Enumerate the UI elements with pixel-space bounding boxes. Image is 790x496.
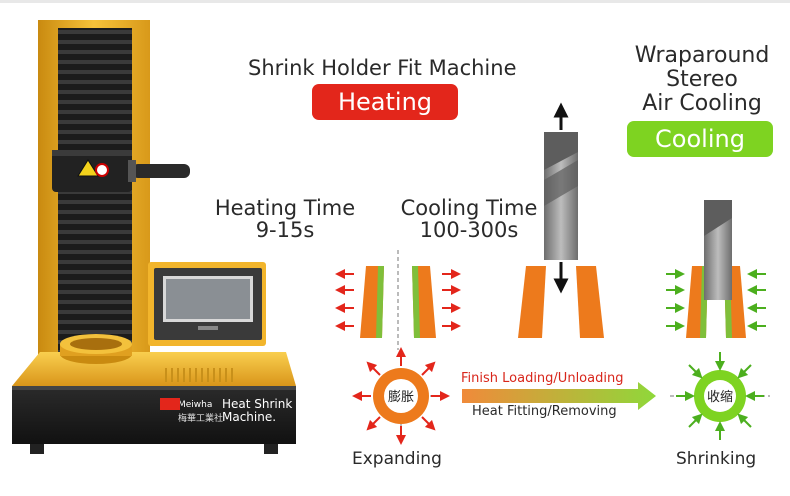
shrinking-ring: 收缩	[670, 352, 770, 440]
brand-cn: 梅華工業社	[178, 414, 224, 424]
cooling-method-line3: Air Cooling	[642, 91, 762, 116]
cooling-time: Cooling Time 100-300s	[384, 197, 554, 241]
process-top-label: Finish Loading/Unloading	[461, 371, 624, 386]
cooling-method: Wraparound Stereo Air Cooling	[624, 44, 780, 116]
cooling-time-value: 100-300s	[419, 218, 519, 242]
cooling-method-line2: Stereo	[666, 67, 738, 92]
process-bottom-label: Heat Fitting/Removing	[472, 404, 617, 419]
expanding-center-label: 膨胀	[388, 390, 414, 405]
holder-shrinking	[666, 200, 766, 338]
shrinking-center-label: 收缩	[707, 389, 733, 405]
holder-expanding	[335, 250, 461, 350]
cooling-time-label: Cooling Time	[400, 196, 538, 220]
page-title: Shrink Holder Fit Machine	[248, 56, 517, 80]
heating-time: Heating Time 9-15s	[200, 197, 370, 241]
process-diagram: 膨胀 收缩	[335, 102, 770, 445]
shrinking-label: Shrinking	[676, 449, 757, 469]
machine-name: Heat Shrink Machine.	[222, 398, 292, 424]
cooling-badge: Cooling	[627, 121, 773, 157]
heating-badge: Heating	[312, 84, 458, 120]
brand-text: Meiwha	[178, 400, 212, 410]
top-divider	[0, 0, 790, 3]
expanding-ring: 膨胀	[352, 347, 450, 445]
heating-time-value: 9-15s	[255, 218, 315, 242]
cooling-method-line1: Wraparound	[634, 43, 770, 68]
process-arrow	[462, 382, 656, 410]
machine-name-line1: Heat Shrink	[222, 397, 293, 411]
heat-shrink-machine-image: Meiwha	[12, 20, 296, 454]
holder-loading	[518, 102, 604, 338]
expanding-label: Expanding	[352, 449, 442, 469]
machine-name-line2: Machine.	[222, 410, 277, 424]
heating-time-label: Heating Time	[214, 196, 356, 220]
